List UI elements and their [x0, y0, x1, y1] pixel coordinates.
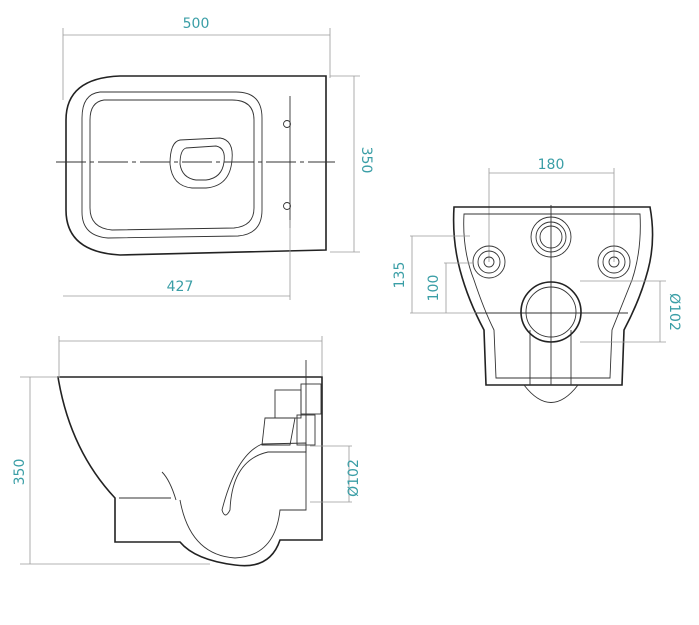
rear-inlet-height-label: 135 [392, 262, 408, 289]
rear-spacing-label: 180 [538, 157, 565, 173]
side-outlet-diameter-label: Ø102 [346, 459, 362, 497]
top-view: 500 350 427 [56, 16, 374, 300]
top-fixing-label: 427 [167, 279, 194, 295]
rear-view: 180 135 100 Ø102 [392, 157, 682, 403]
top-depth-label: 350 [358, 147, 374, 174]
side-view: 350 Ø102 [12, 336, 362, 567]
side-height-label: 350 [12, 459, 28, 486]
rear-outlet-diameter-label: Ø102 [666, 293, 682, 331]
top-width-label: 500 [183, 16, 210, 32]
rear-fixing-height-label: 100 [426, 275, 442, 302]
